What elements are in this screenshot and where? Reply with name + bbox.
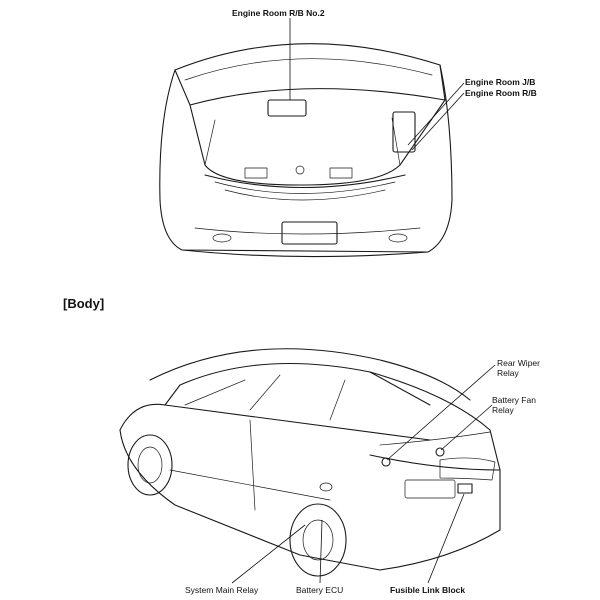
radiator-support	[204, 174, 406, 188]
bay-cap	[295, 165, 305, 175]
leader-battery-ecu	[319, 519, 323, 584]
rear-hatch	[369, 371, 501, 471]
label-engine-room-rb-no2: Engine Room R/B No.2	[232, 8, 325, 18]
body-drawing	[119, 348, 501, 584]
label-battery-ecu: Battery ECU	[296, 585, 344, 595]
bumper-crease	[194, 227, 421, 235]
fuel-door	[319, 482, 333, 492]
spoiler-line	[379, 431, 491, 446]
engine-room-rb2-box	[267, 99, 307, 117]
window-top	[164, 362, 431, 406]
fog-lamp-left	[212, 233, 232, 243]
label-battery-fan-relay-line2: Relay	[492, 405, 514, 415]
engine-room-drawing	[159, 18, 465, 258]
label-fusible-link-block: Fusible Link Block	[390, 585, 466, 595]
leader-jb	[407, 82, 465, 146]
body-outline	[159, 64, 453, 253]
section-title-body: [Body]	[63, 296, 105, 311]
bay-side-lines	[204, 117, 401, 166]
leader-system-main	[231, 524, 306, 584]
rear-wheel	[289, 503, 347, 577]
engine-bay-edge	[189, 99, 446, 186]
lower-body	[119, 429, 501, 571]
leader-battery-fan	[440, 404, 493, 451]
front-wheel	[127, 434, 173, 496]
license-plate	[281, 221, 338, 245]
fog-lamp-right	[388, 233, 408, 243]
window-pillars	[184, 374, 346, 421]
leader-fusible-link	[427, 493, 465, 584]
battery-fan-relay-marker	[435, 447, 445, 457]
label-rear-wiper-relay-line1: Rear Wiper	[497, 358, 540, 368]
label-system-main-relay: System Main Relay	[185, 585, 259, 595]
front-bumper-top	[181, 249, 429, 258]
label-battery-fan-relay-line1: Battery Fan	[492, 395, 536, 405]
rear-wiper-relay-marker	[381, 457, 391, 467]
label-engine-room-rb: Engine Room R/B	[465, 88, 537, 98]
tail-lamp	[439, 457, 496, 481]
bay-part-left	[244, 167, 268, 179]
roof-line	[149, 348, 471, 401]
leader-rear-wiper	[386, 364, 496, 461]
belt-line	[119, 403, 431, 441]
grille-lines	[214, 181, 396, 201]
leader-rb	[411, 92, 465, 151]
fusible-link-block-marker	[457, 483, 473, 494]
label-rear-wiper-relay-line2: Relay	[497, 368, 519, 378]
front-wheel-hub	[137, 446, 163, 484]
door-lines	[169, 419, 331, 511]
hood-outline	[174, 43, 446, 106]
engine-room-jb-box	[392, 111, 416, 153]
rear-plate	[404, 479, 456, 499]
hood-inner-line	[184, 58, 433, 81]
label-engine-room-jb: Engine Room J/B	[465, 77, 536, 87]
bay-part-right	[329, 167, 353, 179]
rear-wheel-hub	[302, 519, 334, 561]
